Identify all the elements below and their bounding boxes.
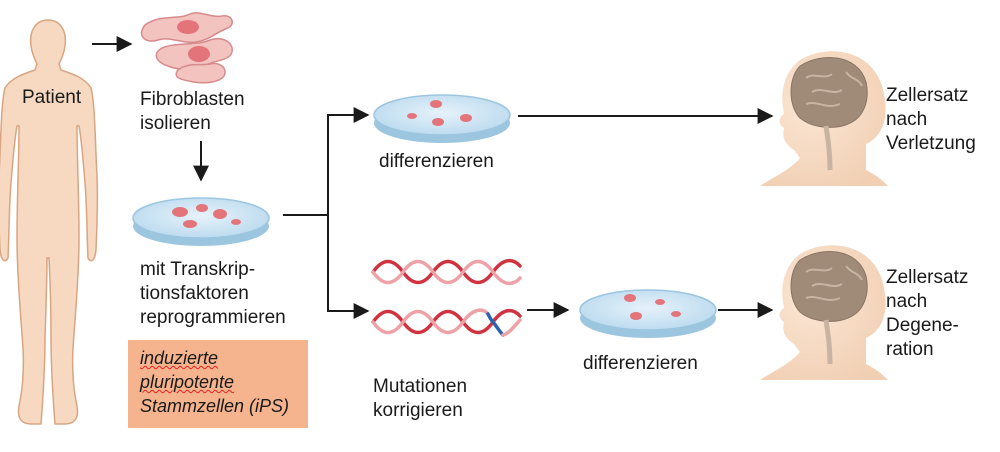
petri-dish-top	[373, 94, 511, 143]
transkription-label: mit Transkrip- tionsfaktoren reprogrammi…	[140, 259, 286, 328]
differenzieren-top-label: differenzieren	[379, 151, 494, 172]
zellersatz-top-label: Zellersatz nach Verletzung	[886, 85, 976, 154]
head-top	[760, 51, 888, 187]
arrow-branch-bottom	[327, 215, 370, 319]
arrow-branch-top	[283, 107, 370, 216]
patient-label: Patient	[22, 87, 82, 108]
ips-line-2: pluripotente	[140, 372, 235, 392]
fibroblasten-label: Fibroblasten isolieren	[140, 89, 245, 134]
fibroblast-cells	[140, 12, 233, 84]
differenzieren-bottom-label: differenzieren	[583, 353, 698, 374]
ips-line-1: induzierte	[140, 348, 219, 368]
petri-dish-reprogramming	[132, 197, 270, 246]
head-bottom	[760, 245, 888, 380]
patient-figure	[0, 19, 99, 425]
zellersatz-bottom-label: Zellersatz nach Degene- ration	[886, 267, 969, 360]
mutationen-label: Mutationen korrigieren	[373, 376, 468, 421]
dna-strands	[371, 258, 522, 337]
arrows	[92, 36, 774, 319]
ips-line-3: Stammzellen (iPS)	[140, 396, 290, 416]
ips-box: induzierte pluripotente Stammzellen (iPS…	[128, 340, 308, 428]
petri-dish-bottom	[579, 289, 717, 338]
